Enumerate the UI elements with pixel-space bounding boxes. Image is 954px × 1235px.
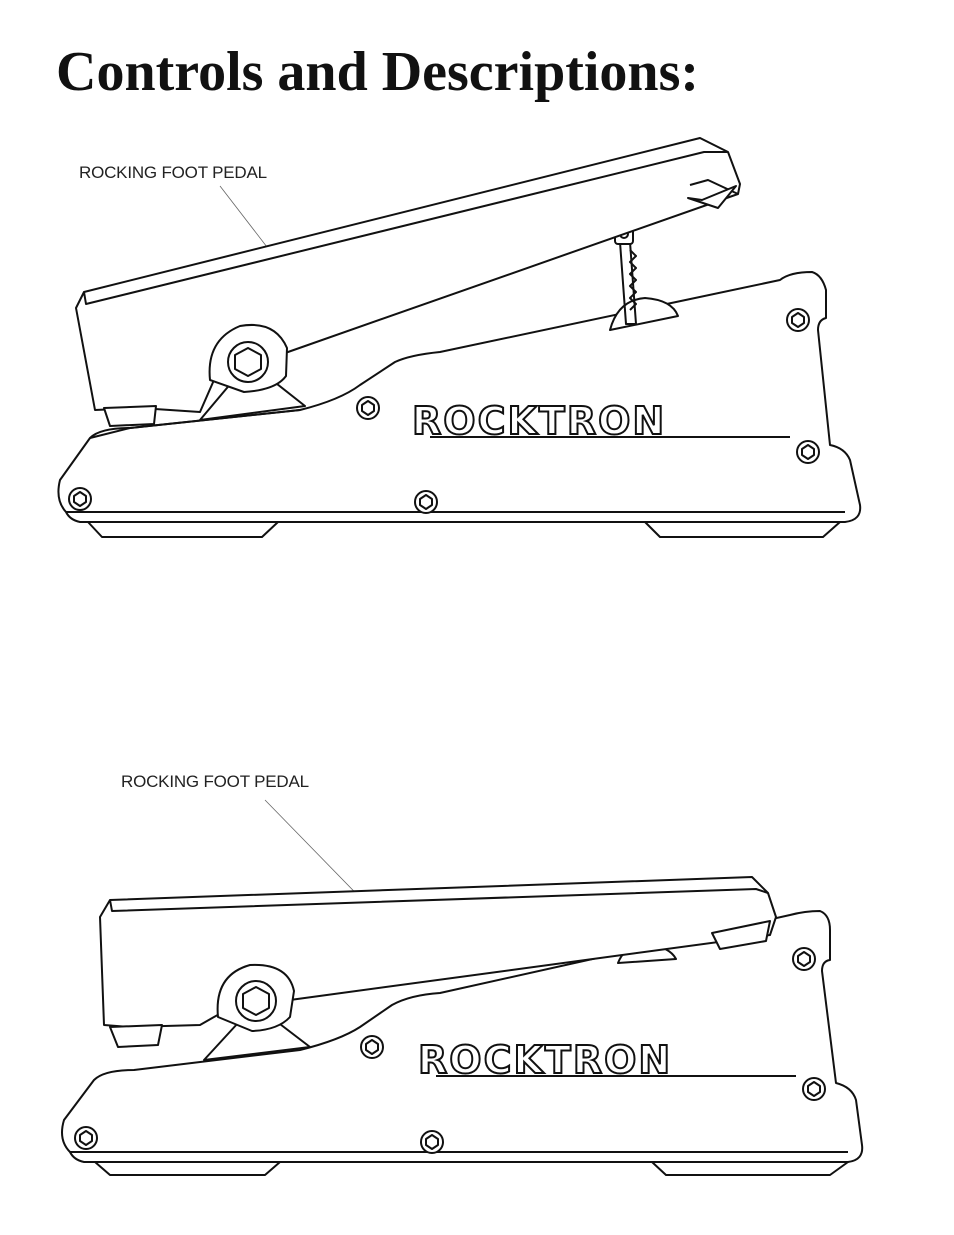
rubber-foot — [87, 521, 279, 538]
pedal-illustration-raised: ROCKTRON — [57, 137, 862, 538]
screw-icon — [356, 396, 380, 420]
brand-logo: ROCKTRON — [412, 399, 666, 443]
rocking-foot-pedal-label: ROCKING FOOT PEDAL — [121, 772, 309, 791]
pedal-base — [57, 271, 862, 523]
rubber-foot — [651, 1161, 849, 1176]
screw-icon — [786, 308, 810, 332]
rubber-foot — [94, 1161, 281, 1176]
screw-icon — [360, 1035, 384, 1059]
screw-icon — [74, 1126, 98, 1150]
screw-icon — [68, 487, 92, 511]
gear-wheel — [609, 297, 679, 331]
rubber-foot — [644, 521, 841, 538]
rocking-foot-pedal-label: ROCKING FOOT PEDAL — [79, 163, 267, 182]
screw-icon — [802, 1077, 826, 1101]
screw-icon — [414, 490, 438, 514]
pedal-illustration-pressed: ROCKTRON — [61, 799, 864, 1176]
pedal-base — [61, 910, 864, 1163]
screw-icon — [792, 947, 816, 971]
screw-icon — [796, 440, 820, 464]
screw-icon — [420, 1130, 444, 1154]
page-title: Controls and Descriptions: — [56, 41, 700, 103]
